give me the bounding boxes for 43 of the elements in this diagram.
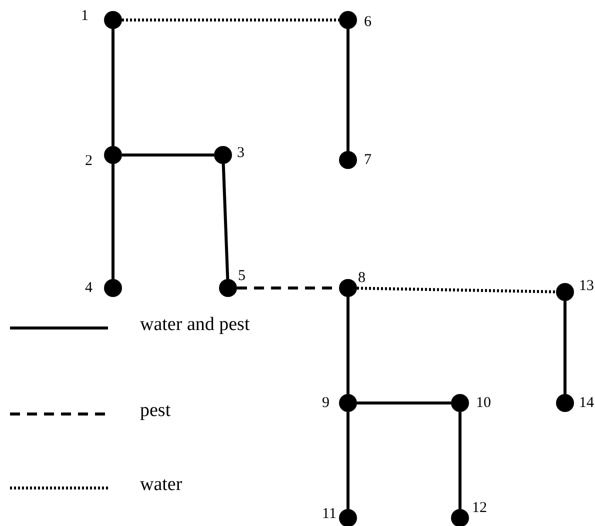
junction-dot	[556, 394, 574, 412]
junction-dot	[451, 394, 469, 412]
pipe-line	[122, 18, 339, 22]
junction-dot	[104, 146, 122, 164]
node-number: 11	[322, 506, 336, 522]
pipe-line	[222, 164, 230, 280]
junction-dot	[104, 279, 122, 297]
junction-dot	[219, 279, 237, 297]
pipe-line	[346, 412, 350, 509]
pipe-line	[112, 29, 114, 146]
pipe-line	[356, 286, 556, 294]
node-number: 4	[85, 280, 92, 296]
pipe-line	[458, 412, 462, 509]
node-number: 5	[238, 268, 246, 284]
node-number: 3	[237, 145, 244, 161]
pipe-line	[112, 164, 114, 279]
pipe-line	[346, 297, 350, 394]
node-number: 13	[579, 278, 594, 294]
node-number: 7	[364, 152, 372, 168]
junction-dot	[339, 509, 357, 526]
node-number: 9	[322, 395, 330, 411]
legend-text: pest	[140, 400, 171, 422]
pipe-line	[564, 301, 566, 394]
junction-dot	[339, 279, 357, 297]
pipe-line	[122, 154, 214, 156]
junction-dot	[556, 283, 574, 301]
node-number: 2	[85, 153, 92, 169]
junction-dot	[451, 509, 469, 526]
legend-text: water and pest	[140, 314, 250, 336]
junction-dot	[104, 11, 122, 29]
node-number: 6	[364, 14, 372, 30]
node-number: 12	[472, 500, 487, 516]
node-number: 1	[81, 8, 88, 24]
node-number: 10	[476, 395, 491, 411]
junction-dot	[339, 11, 357, 29]
junction-dot	[339, 151, 357, 169]
junction-dot	[339, 394, 357, 412]
legend-text: water	[140, 474, 182, 496]
node-number: 8	[358, 270, 366, 286]
junction-dot	[214, 146, 232, 164]
pipe-line	[357, 402, 451, 404]
pipe-line	[346, 29, 350, 151]
node-number: 14	[579, 395, 594, 411]
